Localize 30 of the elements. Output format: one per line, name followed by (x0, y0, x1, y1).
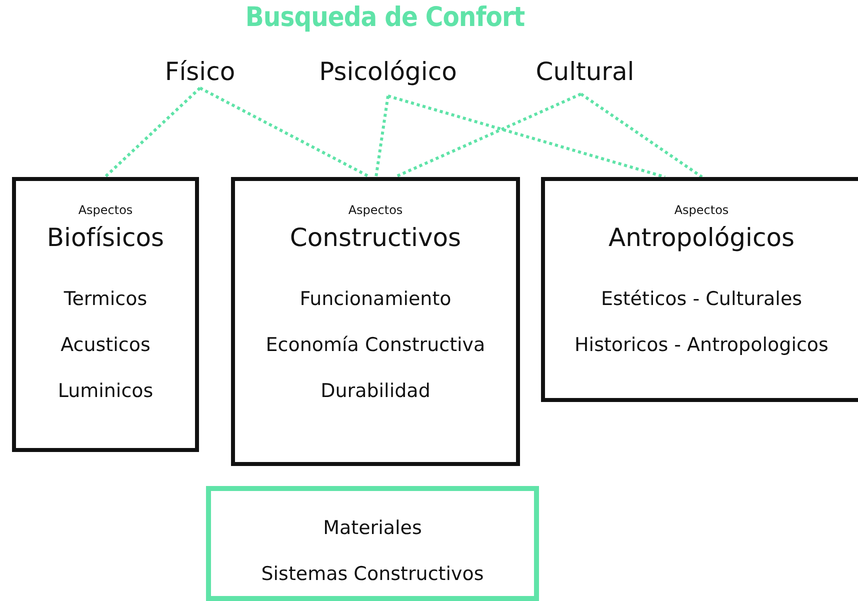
category-label: Físico (150, 56, 250, 88)
aspect-item: Funcionamiento (298, 287, 452, 312)
aspect-item: Termicos (62, 287, 148, 312)
dotted-connector (580, 92, 703, 178)
aspect-heading: Biofísicos (46, 223, 166, 252)
aspect-item: Economía Constructiva (264, 333, 486, 358)
dotted-connector (199, 86, 371, 178)
materials-box (206, 486, 539, 601)
category-label: Cultural (515, 56, 655, 88)
dotted-connector (394, 92, 582, 178)
dotted-connector (104, 86, 202, 178)
dotted-connector (388, 94, 666, 178)
aspect-box (231, 177, 520, 466)
aspect-item: Luminicos (56, 379, 154, 404)
aspect-caption: Aspectos (673, 203, 730, 217)
aspect-heading: Antropológicos (607, 223, 796, 252)
aspect-box (12, 177, 199, 452)
item-text: Materiales (322, 516, 423, 541)
aspect-item: Acusticos (60, 333, 152, 358)
category-label: Psicológico (298, 56, 478, 88)
aspect-item: Historicos - Antropologicos (574, 333, 830, 358)
aspect-box (541, 177, 858, 402)
aspect-item: Durabilidad (320, 379, 432, 404)
aspect-heading: Constructivos (288, 223, 462, 252)
aspect-caption: Aspectos (347, 203, 404, 217)
aspect-caption: Aspectos (77, 203, 134, 217)
title: Busqueda de Confort (244, 2, 526, 33)
item-text: Sistemas Constructivos (260, 562, 485, 587)
aspect-item: Estéticos - Culturales (600, 287, 804, 312)
dotted-connector (374, 96, 390, 178)
